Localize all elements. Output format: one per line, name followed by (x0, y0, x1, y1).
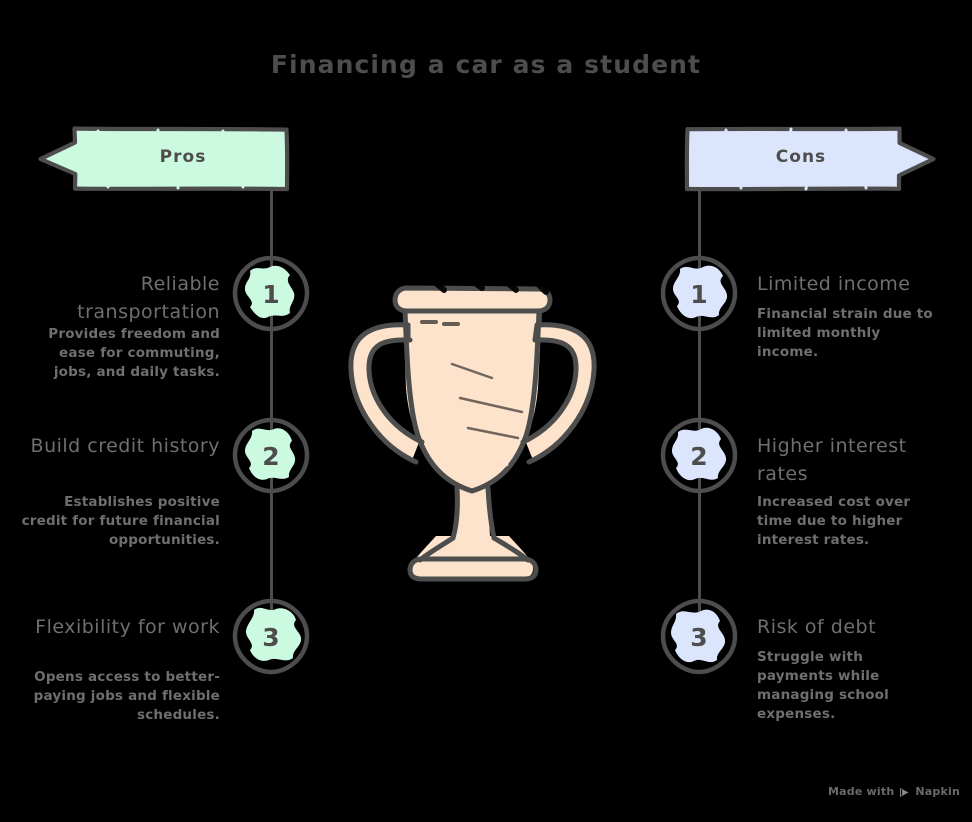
napkin-logo-icon (899, 787, 910, 798)
cons-badge-3-fill (671, 609, 726, 663)
cons-badge-3[interactable]: 3 (660, 598, 738, 676)
cons-item-3-title: Risk of debt (757, 616, 877, 638)
page-title: Financing a car as a student (270, 50, 702, 79)
footer-made-with-label: Made with (828, 785, 895, 798)
cons-badge-2[interactable]: 2 (660, 417, 738, 495)
pros-item-2-description: Establishes positive credit for future f… (21, 494, 220, 548)
cons-banner-label: Cons (775, 147, 827, 167)
pros-badge-3-number: 3 (262, 623, 280, 652)
pros-item-3-description: Opens access to better-paying jobs and f… (33, 669, 220, 723)
pros-badge-1[interactable]: 1 (232, 255, 310, 333)
cons-badge-1-fill (673, 265, 728, 319)
cons-badge-2-fill (672, 427, 727, 481)
cons-banner-fill (686, 129, 933, 189)
cons-badge-2-number: 2 (690, 442, 708, 471)
trophy-illustration (340, 275, 605, 583)
pros-item-1-title: Reliable transportation (77, 273, 220, 323)
cons-badge-1-number: 1 (690, 280, 708, 309)
cons-banner[interactable]: Cons (684, 126, 936, 192)
pros-badge-2[interactable]: 2 (232, 417, 310, 495)
pros-badge-1-number: 1 (262, 280, 280, 309)
pros-badge-3[interactable]: 3 (232, 598, 310, 676)
pros-item-2-title: Build credit history (30, 435, 220, 457)
cons-item-1-title: Limited income (757, 273, 911, 295)
pros-banner-label: Pros (159, 147, 207, 167)
footer-attribution[interactable]: Made with Napkin (828, 785, 960, 798)
cons-item-2-title: Higher interest rates (757, 435, 907, 485)
pros-badge-3-fill (246, 607, 302, 661)
pros-badge-2-number: 2 (262, 442, 280, 471)
cons-item-2-description: Increased cost over time due to higher i… (757, 494, 911, 548)
cons-badge-3-number: 3 (690, 623, 708, 652)
pros-item-3-title: Flexibility for work (35, 616, 220, 638)
pros-banner[interactable]: Pros (38, 126, 290, 192)
cons-item-3-description: Struggle with payments while managing sc… (757, 649, 889, 722)
pros-banner-fill (41, 129, 288, 189)
pros-badge-1-fill (244, 265, 295, 319)
pros-item-1-description: Provides freedom and ease for commuting,… (48, 326, 220, 380)
pros-badge-2-fill (245, 428, 296, 480)
cons-badge-1[interactable]: 1 (660, 255, 738, 333)
cons-item-1-description: Financial strain due to limited monthly … (757, 306, 933, 360)
footer-brand-label: Napkin (915, 785, 960, 798)
